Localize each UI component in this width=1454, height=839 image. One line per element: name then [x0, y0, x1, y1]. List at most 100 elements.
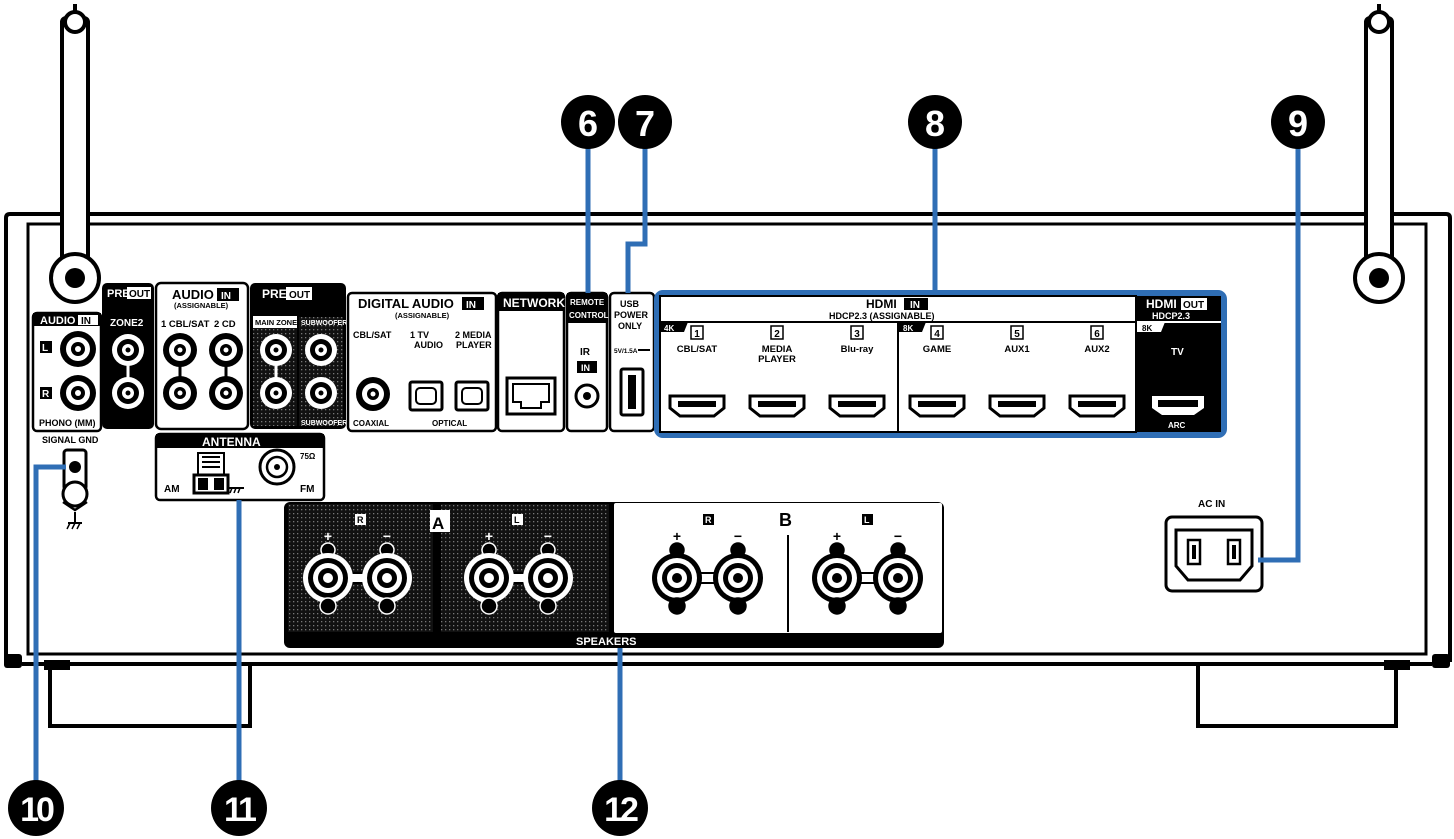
svg-text:ONLY: ONLY	[618, 321, 642, 331]
antenna-panel: ANTENNA AM 75Ω FM	[154, 432, 326, 502]
svg-text:12: 12	[604, 791, 638, 829]
hdmi-port-label-2: PLAYER	[758, 354, 796, 365]
rca-jack[interactable]	[260, 334, 292, 366]
fm-jack[interactable]	[258, 448, 296, 486]
am-terminal[interactable]	[192, 452, 230, 495]
hdmi-port-label: CBL/SAT	[677, 344, 718, 355]
polarity-label: −	[544, 528, 552, 544]
svg-text:AUDIO: AUDIO	[414, 340, 443, 350]
callout-8: 8	[908, 95, 962, 149]
svg-text:1 TV: 1 TV	[410, 330, 429, 340]
rca-jack[interactable]	[305, 334, 337, 366]
ir-in-jack[interactable]	[574, 383, 600, 409]
speaker-terminal-minus[interactable]: −	[873, 528, 923, 615]
polarity-label: +	[324, 528, 332, 544]
speaker-terminal-minus[interactable]: −	[362, 528, 412, 615]
svg-text:IN: IN	[581, 363, 590, 373]
rca-jack[interactable]	[163, 333, 197, 367]
svg-text:PRE: PRE	[262, 287, 287, 301]
hdmi-panel: HDMI IN HDCP2.3 (ASSIGNABLE) 4K 8K HDMI …	[654, 290, 1227, 438]
svg-text:AC IN: AC IN	[1198, 499, 1225, 510]
svg-text:8: 8	[925, 103, 945, 144]
digital-audio-panel: DIGITAL AUDIO IN (ASSIGNABLE) CBL/SAT 1 …	[346, 291, 498, 433]
svg-text:B: B	[779, 510, 792, 530]
usb-panel: USB POWER ONLY 5V/1.5A	[608, 291, 656, 433]
svg-text:HDCP2.3: HDCP2.3	[1152, 311, 1190, 321]
rca-jack[interactable]	[260, 377, 292, 409]
optical-jack[interactable]	[454, 380, 490, 412]
callout-11: 11	[211, 780, 267, 836]
svg-text:2 MEDIA: 2 MEDIA	[455, 330, 492, 340]
svg-text:R: R	[705, 515, 712, 525]
svg-text:IN: IN	[466, 300, 476, 311]
svg-text:ARC: ARC	[1168, 421, 1186, 430]
svg-text:4K: 4K	[664, 324, 674, 333]
svg-text:OUT: OUT	[1183, 300, 1204, 311]
callout-9: 9	[1271, 95, 1325, 149]
svg-text:10: 10	[20, 791, 54, 829]
hdmi-port-label: Blu-ray	[841, 344, 874, 355]
svg-text:8K: 8K	[1142, 324, 1152, 333]
speaker-terminal-plus[interactable]: +	[464, 528, 514, 615]
svg-text:L: L	[514, 515, 520, 525]
rca-jack[interactable]	[163, 376, 197, 410]
ac-in-panel: AC IN	[1164, 499, 1264, 593]
rca-jack[interactable]	[209, 333, 243, 367]
speaker-terminal-minus[interactable]: −	[523, 528, 573, 615]
svg-text:CBL/SAT: CBL/SAT	[353, 330, 392, 340]
svg-text:AUDIO: AUDIO	[40, 315, 76, 327]
pre-out-main-panel: PRE OUT MAIN ZONE SUBWOOFER 1 SUBWOOFER …	[250, 283, 353, 429]
rca-jack[interactable]	[60, 331, 96, 367]
optical-jack[interactable]	[408, 380, 444, 412]
svg-text:HDMI: HDMI	[866, 297, 897, 311]
svg-text:L: L	[864, 515, 870, 525]
hdmi-out-port[interactable]	[1152, 396, 1204, 415]
ethernet-port[interactable]	[505, 376, 557, 416]
svg-text:9: 9	[1288, 103, 1308, 144]
speaker-terminal-plus[interactable]: +	[652, 528, 702, 615]
svg-text:2 CD: 2 CD	[214, 319, 236, 330]
polarity-label: −	[894, 528, 902, 544]
speaker-terminal-plus[interactable]: +	[812, 528, 862, 615]
rca-jack[interactable]	[112, 377, 144, 409]
svg-text:OPTICAL: OPTICAL	[432, 419, 467, 428]
svg-text:POWER: POWER	[614, 310, 649, 320]
svg-text:8K: 8K	[903, 324, 913, 333]
svg-text:A: A	[432, 514, 444, 533]
svg-text:ZONE2: ZONE2	[110, 318, 144, 329]
rca-jack[interactable]	[112, 334, 144, 366]
svg-text:SUBWOOFER 2: SUBWOOFER 2	[301, 420, 353, 427]
svg-text:OUT: OUT	[289, 290, 310, 301]
svg-text:PHONO (MM): PHONO (MM)	[39, 418, 96, 428]
audio-in-assignable-panel: AUDIO IN (ASSIGNABLE) 1 CBL/SAT 2 CD	[154, 281, 250, 431]
rca-jack[interactable]	[305, 377, 337, 409]
callout-6: 6	[561, 95, 615, 149]
svg-text:(ASSIGNABLE): (ASSIGNABLE)	[174, 301, 229, 310]
rca-jack[interactable]	[60, 375, 96, 411]
callout-12: 12	[592, 780, 648, 836]
pre-out-zone2-panel: PRE OUT ZONE2	[102, 283, 154, 429]
svg-text:IR: IR	[580, 347, 591, 358]
speaker-terminal-plus[interactable]: +	[303, 528, 353, 615]
coaxial-jack[interactable]	[356, 377, 390, 411]
svg-text:OUT: OUT	[129, 289, 150, 300]
callout-10: 10	[8, 780, 64, 836]
svg-text:TV: TV	[1171, 347, 1184, 358]
ac-inlet[interactable]	[1164, 515, 1264, 593]
svg-text:11: 11	[224, 791, 256, 829]
rca-jack[interactable]	[209, 376, 243, 410]
svg-text:IN: IN	[910, 300, 920, 311]
polarity-label: +	[833, 528, 841, 544]
speaker-terminal-minus[interactable]: −	[713, 528, 763, 615]
svg-text:USB: USB	[620, 299, 640, 309]
usb-port[interactable]	[619, 367, 645, 417]
chassis	[4, 212, 1452, 728]
ground-terminal[interactable]	[61, 448, 89, 512]
hdmi-port-number: 1	[694, 329, 700, 340]
